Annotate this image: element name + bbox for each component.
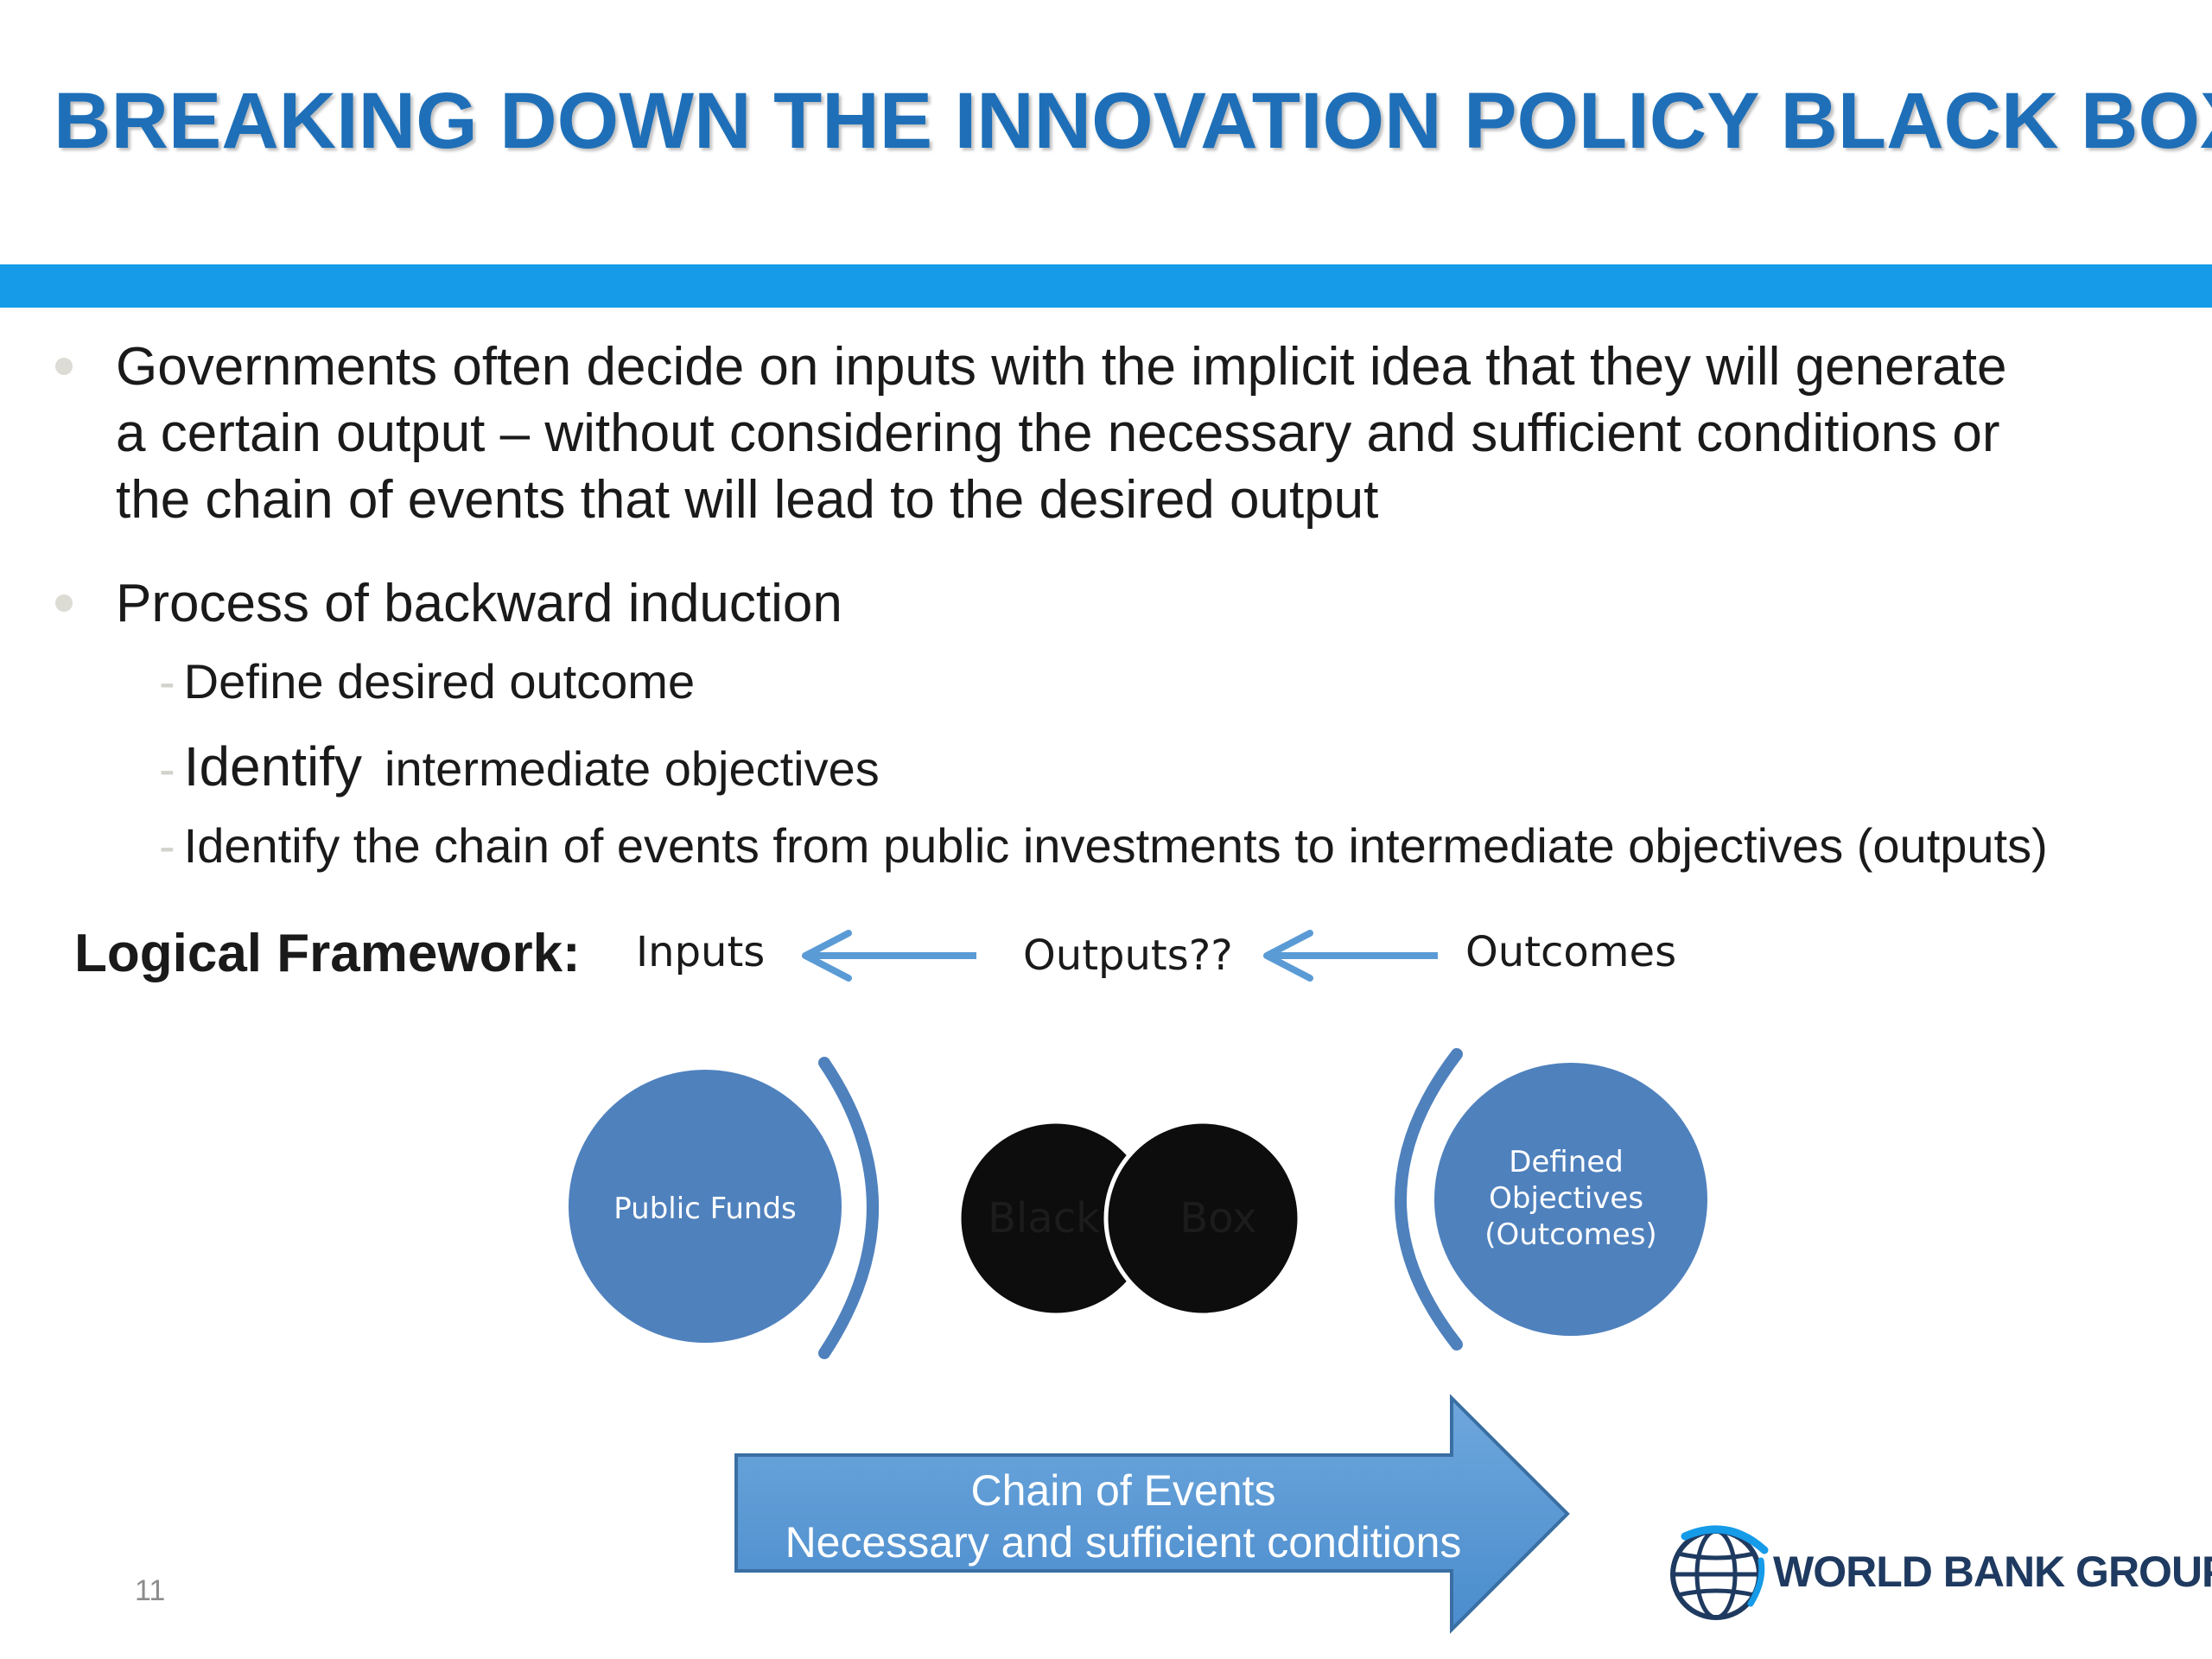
title-divider-bar <box>0 264 2212 308</box>
sub-item-lead: Identify <box>183 735 362 798</box>
framework-outcomes: Outcomes <box>1465 928 1677 976</box>
sub-item-identify-chain: -Identify the chain of events from publi… <box>159 818 2048 873</box>
sub-item-text: Identify the chain of events from public… <box>183 818 2048 873</box>
objectives-line: Objectives <box>1489 1181 1643 1216</box>
objectives-line: (Outcomes) <box>1484 1217 1656 1252</box>
globe-icon <box>1670 1525 1769 1620</box>
bracket-arc <box>1395 1048 1463 1351</box>
chain-of-events-subtitle: Necessary and sufficient conditions <box>785 1518 1462 1567</box>
slide-title: BREAKING DOWN THE INNOVATION POLICY BLAC… <box>54 77 2212 165</box>
framework-outputs: Outputs?? <box>1023 931 1233 980</box>
bullet-line: Process of backward induction <box>116 574 842 633</box>
box-circle <box>1103 1119 1302 1318</box>
objectives-label: Defined Objectives (Outcomes) <box>1484 1145 1656 1252</box>
bullet-text: Process of backward induction <box>116 570 842 637</box>
sub-item-text: Define desired outcome <box>183 654 696 709</box>
logical-framework-label: Logical Framework: <box>74 924 581 983</box>
objectives-line: Defined <box>1509 1145 1624 1179</box>
chain-of-events-title: Chain of Events <box>971 1466 1276 1515</box>
arrow-left-icon <box>802 930 976 982</box>
objectives-circle <box>1434 1063 1707 1336</box>
slide-number: 11 <box>135 1574 166 1607</box>
bullet-marker <box>55 594 73 612</box>
bullet-line: the chain of events that will lead to th… <box>116 470 1379 530</box>
world-bank-wordmark: WORLD BANK GROUP <box>1773 1548 2212 1596</box>
public-funds-circle <box>569 1070 842 1343</box>
arrow-left-icon <box>1263 930 1438 982</box>
world-bank-logo <box>1670 1525 1769 1620</box>
chain-of-events-arrow <box>734 1394 1570 1634</box>
bullet-line: a certain output – without considering t… <box>116 404 2000 463</box>
bullet-text: Governments often decide on inputs with … <box>116 334 2006 533</box>
sub-item-define-outcome: -Define desired outcome <box>159 654 696 709</box>
bracket-arc <box>818 1057 879 1359</box>
framework-inputs: Inputs <box>636 928 766 976</box>
box-label: Box <box>1179 1194 1256 1243</box>
sub-item-text: intermediate objectives <box>385 741 880 796</box>
public-funds-label: Public Funds <box>613 1192 797 1226</box>
bullet-marker <box>55 358 73 375</box>
bullet-line: Governments often decide on inputs with … <box>116 337 2007 397</box>
black-label: Black <box>988 1194 1100 1243</box>
